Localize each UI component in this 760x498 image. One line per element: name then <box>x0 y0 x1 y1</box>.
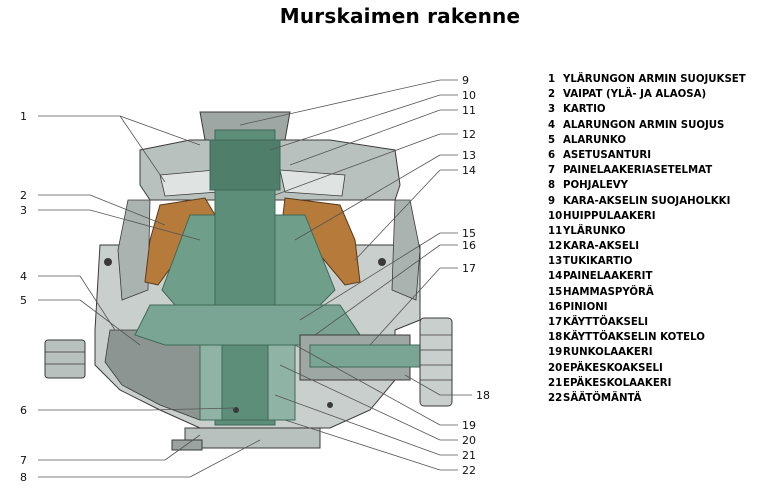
legend-item: 16PINIONI <box>548 301 608 313</box>
legend-item: 18KÄYTTÖAKSELIN KOTELO <box>548 332 705 344</box>
upper-frame-side-left <box>117 199 151 301</box>
drive-pulley <box>419 317 453 407</box>
callout-6: 6 <box>20 404 27 417</box>
callout-17: 17 <box>462 262 476 275</box>
callout-18: 18 <box>476 389 490 402</box>
legend-item: 21EPÄKESKOLAAKERI <box>548 377 672 389</box>
callout-2: 2 <box>20 189 27 202</box>
left-attachment <box>44 339 86 379</box>
callout-14: 14 <box>462 164 476 177</box>
callout-9: 9 <box>462 74 469 87</box>
base-foot-left <box>171 439 203 451</box>
bolt <box>327 402 333 408</box>
callout-15: 15 <box>462 227 476 240</box>
crusher-cross-section-diagram: 1 2 3 4 5 6 7 8 9 10 11 12 13 14 15 16 1… <box>20 74 490 484</box>
base-plate <box>184 427 321 449</box>
legend-item: 10HUIPPULAAKERI <box>548 210 656 222</box>
callout-10: 10 <box>462 89 476 102</box>
page-title: Murskaimen rakenne <box>279 4 521 28</box>
arm-shield-right <box>279 169 346 197</box>
bolt <box>233 407 239 413</box>
callout-3: 3 <box>20 204 27 217</box>
callout-1: 1 <box>20 110 27 123</box>
callout-22: 22 <box>462 464 476 477</box>
callout-16: 16 <box>462 239 476 252</box>
callout-20: 20 <box>462 434 476 447</box>
arm-shield-left <box>159 169 219 197</box>
callout-19: 19 <box>462 419 476 432</box>
callout-21: 21 <box>462 449 476 462</box>
callout-13: 13 <box>462 149 476 162</box>
callout-8: 8 <box>20 471 27 484</box>
callout-11: 11 <box>462 104 476 117</box>
eccentric-shaft <box>221 344 269 421</box>
callout-5: 5 <box>20 294 27 307</box>
legend-item: 14PAINELAAKERIT <box>548 271 653 283</box>
legend-item: 13TUKIKARTIO <box>548 256 633 268</box>
legend-item: 22SÄÄTÖMÄNTÄ <box>548 392 642 404</box>
legend-item: 17KÄYTTÖAKSELI <box>548 317 649 328</box>
legend-item: 12KARA-AKSELI <box>548 241 640 253</box>
bolt <box>378 258 386 266</box>
callout-7: 7 <box>20 454 27 467</box>
callout-12: 12 <box>462 128 476 141</box>
legend-item: 15HAMMASPYÖRÄ <box>548 286 654 298</box>
legend-item: 20EPÄKESKOAKSELI <box>548 362 663 374</box>
upper-frame-side-right <box>391 199 421 301</box>
callout-4: 4 <box>20 270 27 283</box>
legend-item: 19RUNKOLAAKERI <box>548 347 653 359</box>
bolt <box>104 258 112 266</box>
shaft-sleeve <box>209 139 281 191</box>
drive-shaft <box>309 344 431 368</box>
legend-item: 11YLÄRUNKO <box>548 225 626 237</box>
leader-lines <box>38 79 472 478</box>
